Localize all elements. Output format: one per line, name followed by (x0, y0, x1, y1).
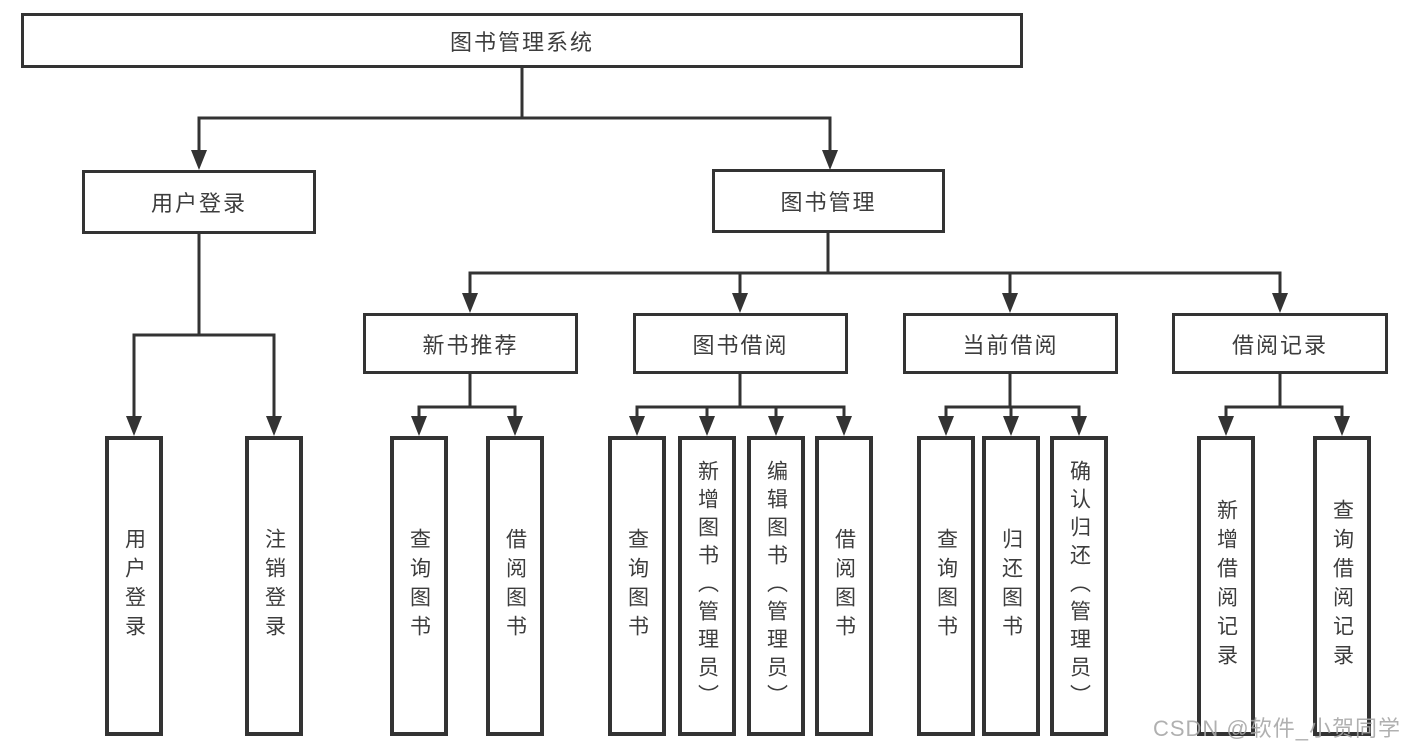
node-book-borrowing: 图书借阅 (633, 313, 848, 374)
leaf-borrow-add-books-admin: 新增图书（管理员） (678, 436, 736, 736)
leaf-borrow-edit-books-admin: 编辑图书（管理员） (747, 436, 805, 736)
leaf-user-login: 用户登录 (105, 436, 163, 736)
leaf-newbook-borrow-books: 借阅图书 (486, 436, 544, 736)
node-user-login: 用户登录 (82, 170, 316, 234)
leaf-records-add-borrow-record: 新增借阅记录 (1197, 436, 1255, 736)
leaf-newbook-query-books: 查询图书 (390, 436, 448, 736)
node-borrow-records: 借阅记录 (1172, 313, 1388, 374)
leaf-current-return-books: 归还图书 (982, 436, 1040, 736)
node-current-borrowing: 当前借阅 (903, 313, 1118, 374)
leaf-borrow-borrow-books: 借阅图书 (815, 436, 873, 736)
leaf-logout: 注销登录 (245, 436, 303, 736)
leaf-borrow-query-books: 查询图书 (608, 436, 666, 736)
leaf-records-query-borrow-record: 查询借阅记录 (1313, 436, 1371, 736)
node-book-management: 图书管理 (712, 169, 945, 233)
leaf-current-query-books: 查询图书 (917, 436, 975, 736)
node-new-book-recommend: 新书推荐 (363, 313, 578, 374)
leaf-current-confirm-return-admin: 确认归还（管理员） (1050, 436, 1108, 736)
node-root: 图书管理系统 (21, 13, 1023, 68)
csdn-watermark: CSDN @软件_小贺同学 (1152, 716, 1401, 741)
